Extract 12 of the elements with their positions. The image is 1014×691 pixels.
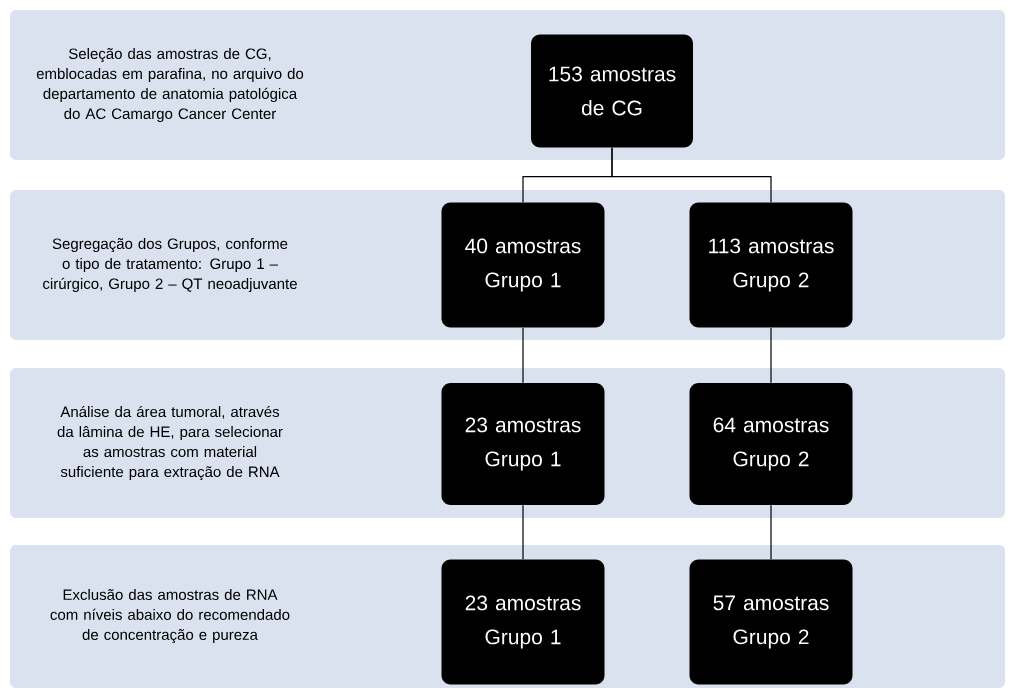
count-box: 153 amostras de CG [531, 34, 693, 148]
connector-line [522, 504, 524, 560]
count-box: 57 amostras Grupo 2 [689, 559, 853, 685]
count-box: 64 amostras Grupo 2 [689, 383, 853, 505]
connector-line [611, 147, 772, 203]
connector-line [522, 327, 524, 384]
connector-line [770, 504, 772, 560]
count-box: 113 amostras Grupo 2 [689, 202, 853, 328]
count-box: 40 amostras Grupo 1 [441, 202, 605, 328]
count-box: 23 amostras Grupo 1 [441, 383, 605, 505]
connector-line [770, 327, 772, 384]
count-box: 23 amostras Grupo 1 [441, 559, 605, 685]
